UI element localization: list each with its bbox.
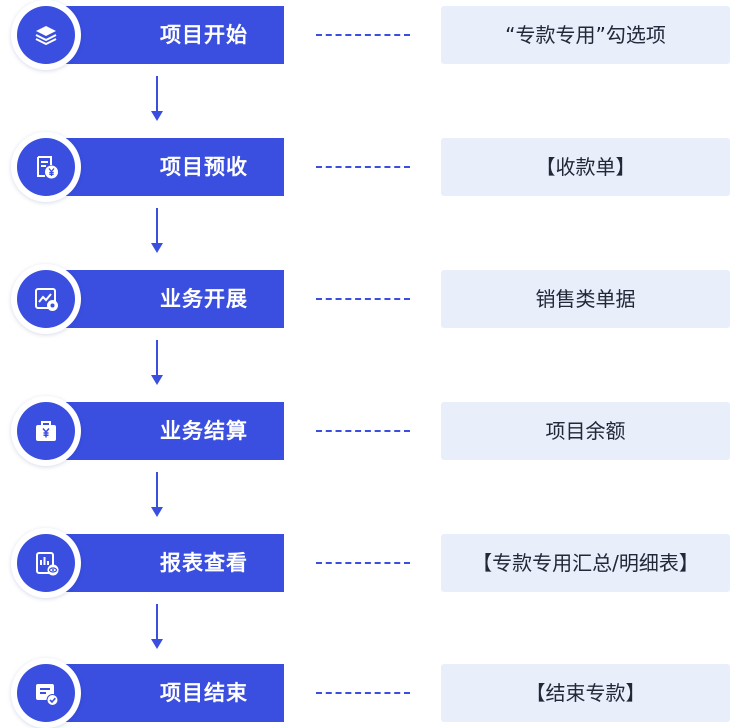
step-icon-badge [11,396,81,466]
dotted-connector [316,562,410,564]
step-note-text: “专款专用”勾选项 [505,23,666,47]
step-bar: 项目结束 [42,664,284,722]
down-arrow [150,340,164,386]
down-arrow [150,76,164,122]
step-note-text: 项目余额 [545,419,626,443]
layers-icon [35,26,57,45]
report-view-icon [36,552,59,576]
step-bar: 业务开展 [42,270,284,328]
step-icon-badge [11,132,81,202]
step-note: 【结束专款】 [441,664,730,722]
step-bar: 业务结算 [42,402,284,460]
down-arrow [150,208,164,254]
step-note: 项目余额 [441,402,730,460]
step-project-prepayment: 项目预收 【收款单】 [0,132,730,202]
step-label: 项目预收 [160,155,248,179]
step-icon-badge [11,264,81,334]
step-report-view: 报表查看 【专款专用汇总/明细表】 [0,528,730,598]
step-note-text: 【专款专用汇总/明细表】 [472,551,699,575]
step-label: 业务开展 [160,287,248,311]
step-project-end: 项目结束 【结束专款】 [0,658,730,728]
dotted-connector [316,34,410,36]
step-business-launch: 业务开展 销售类单据 [0,264,730,334]
step-label: 业务结算 [160,419,248,443]
step-project-start: 项目开始 “专款专用”勾选项 [0,0,730,70]
step-label: 项目开始 [160,23,248,47]
step-note: 【收款单】 [441,138,730,196]
dotted-connector [316,298,410,300]
step-icon-badge [11,658,81,728]
step-icon-badge [11,0,81,70]
down-arrow [150,604,164,650]
step-bar: 项目开始 [42,6,284,64]
step-note-text: 【结束专款】 [525,681,646,705]
step-note: “专款专用”勾选项 [441,6,730,64]
step-note: 【专款专用汇总/明细表】 [441,534,730,592]
dotted-connector [316,166,410,168]
step-bar: 报表查看 [42,534,284,592]
dotted-connector [316,430,410,432]
step-bar: 项目预收 [42,138,284,196]
trend-chart-gear-icon [35,288,58,311]
step-label: 报表查看 [160,551,248,575]
document-check-icon [36,684,59,706]
dotted-connector [316,692,410,694]
step-label: 项目结束 [160,681,248,705]
yen-briefcase-icon [36,421,56,441]
step-business-settlement: 业务结算 项目余额 [0,396,730,466]
step-note: 销售类单据 [441,270,730,328]
step-icon-badge [11,528,81,598]
down-arrow [150,472,164,518]
receipt-yen-icon [37,156,58,179]
step-note-text: 销售类单据 [535,287,636,311]
step-note-text: 【收款单】 [535,155,636,179]
